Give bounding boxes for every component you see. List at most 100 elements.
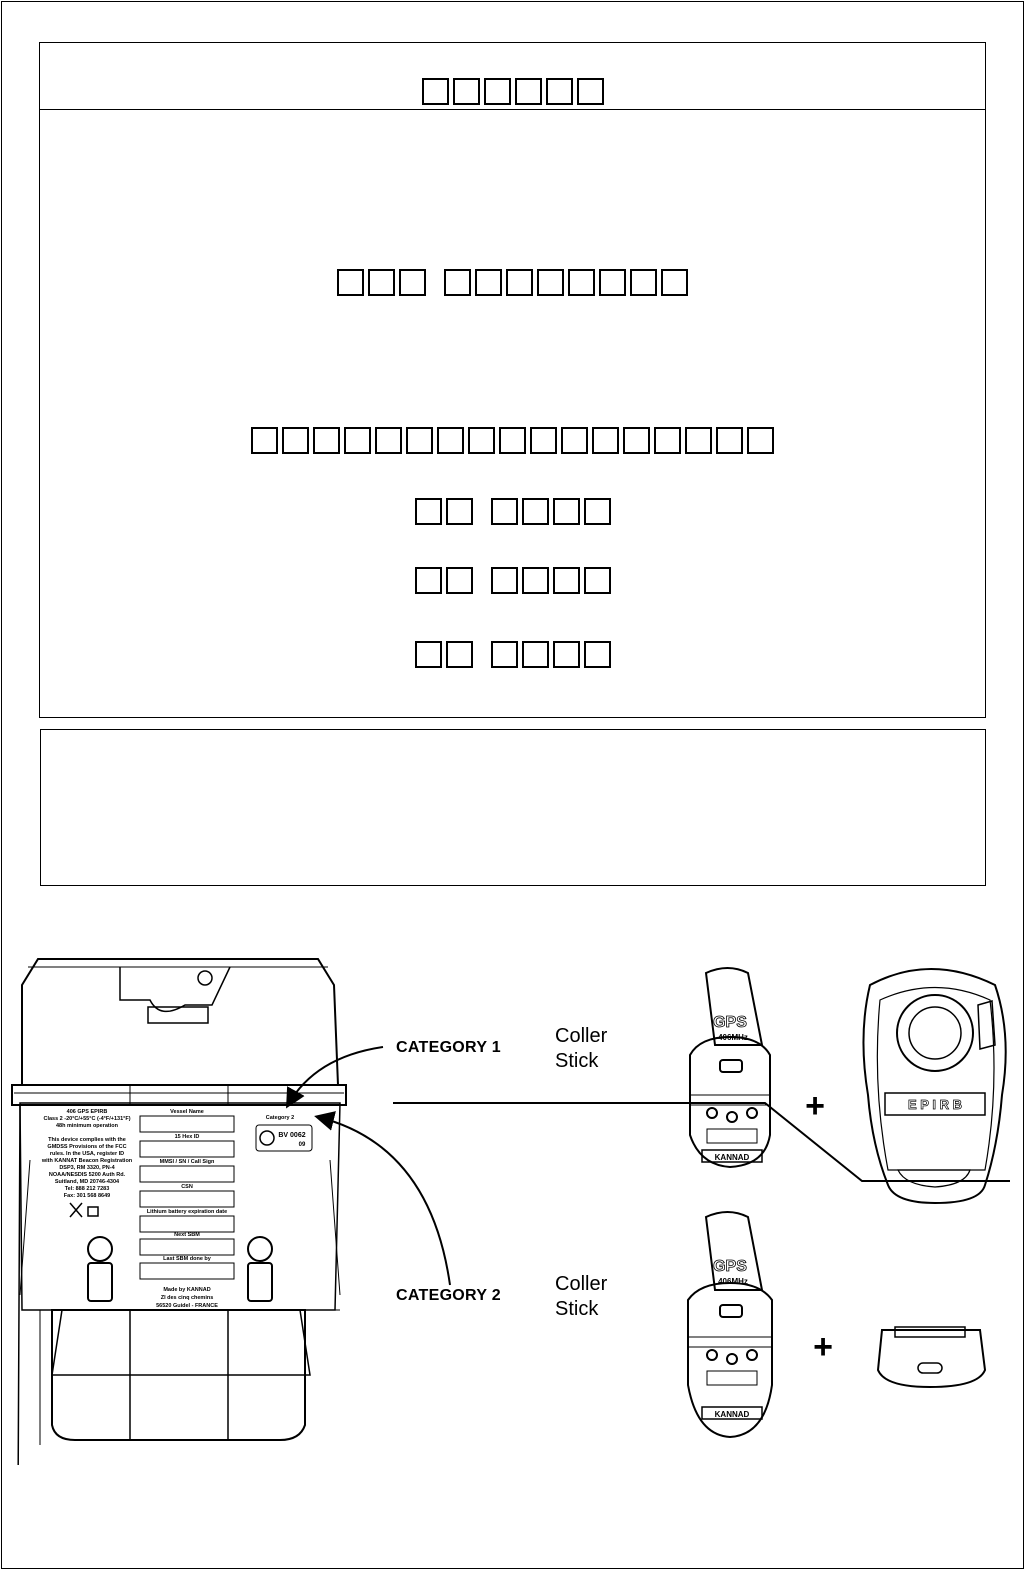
field-label-5: Next SBM [174,1232,200,1238]
coller-text: Coller [555,1273,608,1295]
missing-glyph-box [445,641,473,668]
missing-glyph-box [368,269,395,296]
approval-code: BV 0062 [278,1132,305,1139]
missing-glyph-box [537,269,564,296]
line1-glyphs [40,427,985,454]
missing-glyph-box [375,427,402,454]
missing-glyph-box [468,427,495,454]
beacon-category-2-drawing [687,1211,773,1439]
brand-text: KANNAD [715,1153,750,1162]
made-by-0: Made by KANNAD [163,1287,210,1293]
missing-glyph-box [490,641,518,668]
missing-glyph-box [630,269,657,296]
missing-glyph-box [685,427,712,454]
missing-glyph-box [437,427,464,454]
category-divider-line [393,1102,1010,1182]
missing-glyph-box [444,269,471,296]
category-tag: Category 2 [266,1115,294,1121]
epirb-container-drawing [11,958,347,1465]
stick-text: Stick [555,1298,599,1320]
approval-sub: 09 [299,1142,306,1148]
glyph-space [430,269,440,296]
version-line-2 [40,567,985,594]
label-left-2: 48h minimum operation [56,1123,119,1129]
title-glyphs [40,78,985,105]
coller-stick-label-2: Coller Stick [555,1272,607,1322]
cover-box [39,42,986,718]
missing-glyph-box [716,427,743,454]
glyph-space [477,498,487,525]
missing-glyph-box [251,427,278,454]
category-1-label: CATEGORY 1 [396,1039,501,1056]
missing-glyph-box [475,269,502,296]
made-by-1: ZI des cinq chemins [161,1295,214,1301]
version-line-3 [40,641,985,668]
missing-glyph-box [661,269,688,296]
missing-glyph-box [568,269,595,296]
missing-glyph-box [414,498,442,525]
field-label-1: 15 Hex ID [175,1134,200,1140]
glyph-space [477,567,487,594]
missing-glyph-box [521,567,549,594]
title-row [40,43,985,110]
category-1-arrow [286,1046,384,1109]
small-bracket-drawing [876,1326,987,1389]
missing-glyph-box [623,427,650,454]
missing-glyph-box [445,498,473,525]
label-left-12: Fax: 301 568 8649 [64,1193,110,1199]
missing-glyph-box [552,641,580,668]
disposal-icons [69,1202,99,1218]
missing-glyph-box [592,427,619,454]
missing-glyph-box [452,78,480,105]
missing-glyph-box [530,427,557,454]
freq-text: 406MHz [718,1277,748,1286]
gps-text: GPS [713,1258,747,1275]
epirb-bracket-drawing [862,968,1007,1205]
missing-glyph-box [545,78,573,105]
missing-glyph-box [521,641,549,668]
coller-stick-label-1: Coller Stick [555,1024,607,1074]
label-left-6: rules. In the USA, register ID [50,1151,124,1157]
missing-glyph-box [414,567,442,594]
plus-symbol-2: + [813,1328,833,1366]
missing-glyph-box [747,427,774,454]
missing-glyph-box [445,567,473,594]
missing-glyph-box [483,78,511,105]
label-left-10: Suitland, MD 20746-4304 [55,1179,120,1185]
missing-glyph-box [399,269,426,296]
category-2-label: CATEGORY 2 [396,1287,501,1304]
missing-glyph-box [521,498,549,525]
beacon-2-markings: GPS 406MHz KANNAD [713,1258,750,1419]
epirb-diagram: 406 GPS EPIRB Class 2 -20°C/+55°C (-4°F/… [11,958,1010,1465]
label-left-5: GMDSS Provisions of the FCC [47,1144,126,1150]
label-left-4: This device complies with the [48,1137,126,1143]
label-left-7: with KANNAT Beacon Registration [41,1158,133,1164]
info-box [40,729,986,886]
missing-glyph-box [406,427,433,454]
missing-glyph-box [583,498,611,525]
coller-text: Coller [555,1025,608,1047]
stick-text: Stick [555,1050,599,1072]
missing-glyph-box [313,427,340,454]
missing-glyph-box [490,498,518,525]
label-left-0: 406 GPS EPIRB [67,1109,108,1115]
brand-text: KANNAD [715,1410,750,1419]
missing-glyph-box [499,427,526,454]
version-line-1 [40,498,985,525]
field-label-6: Last SBM done by [163,1256,212,1262]
missing-glyph-box [583,567,611,594]
field-label-3: CSN [181,1184,193,1190]
beacon-1-markings: GPS 406MHz KANNAD [713,1014,750,1162]
missing-glyph-box [506,269,533,296]
missing-glyph-box [576,78,604,105]
beacon-category-1-drawing [689,967,771,1169]
missing-glyph-box [344,427,371,454]
missing-glyph-box [414,641,442,668]
missing-glyph-box [282,427,309,454]
epirb-label: E P I R B [908,1097,962,1112]
made-by-2: 56520 Guidel - FRANCE [156,1303,218,1309]
category-2-arrow [314,1111,451,1286]
label-left-1: Class 2 -20°C/+55°C (-4°F/+131°F) [43,1116,130,1122]
label-left-11: Tel: 888 212 7283 [65,1186,110,1192]
